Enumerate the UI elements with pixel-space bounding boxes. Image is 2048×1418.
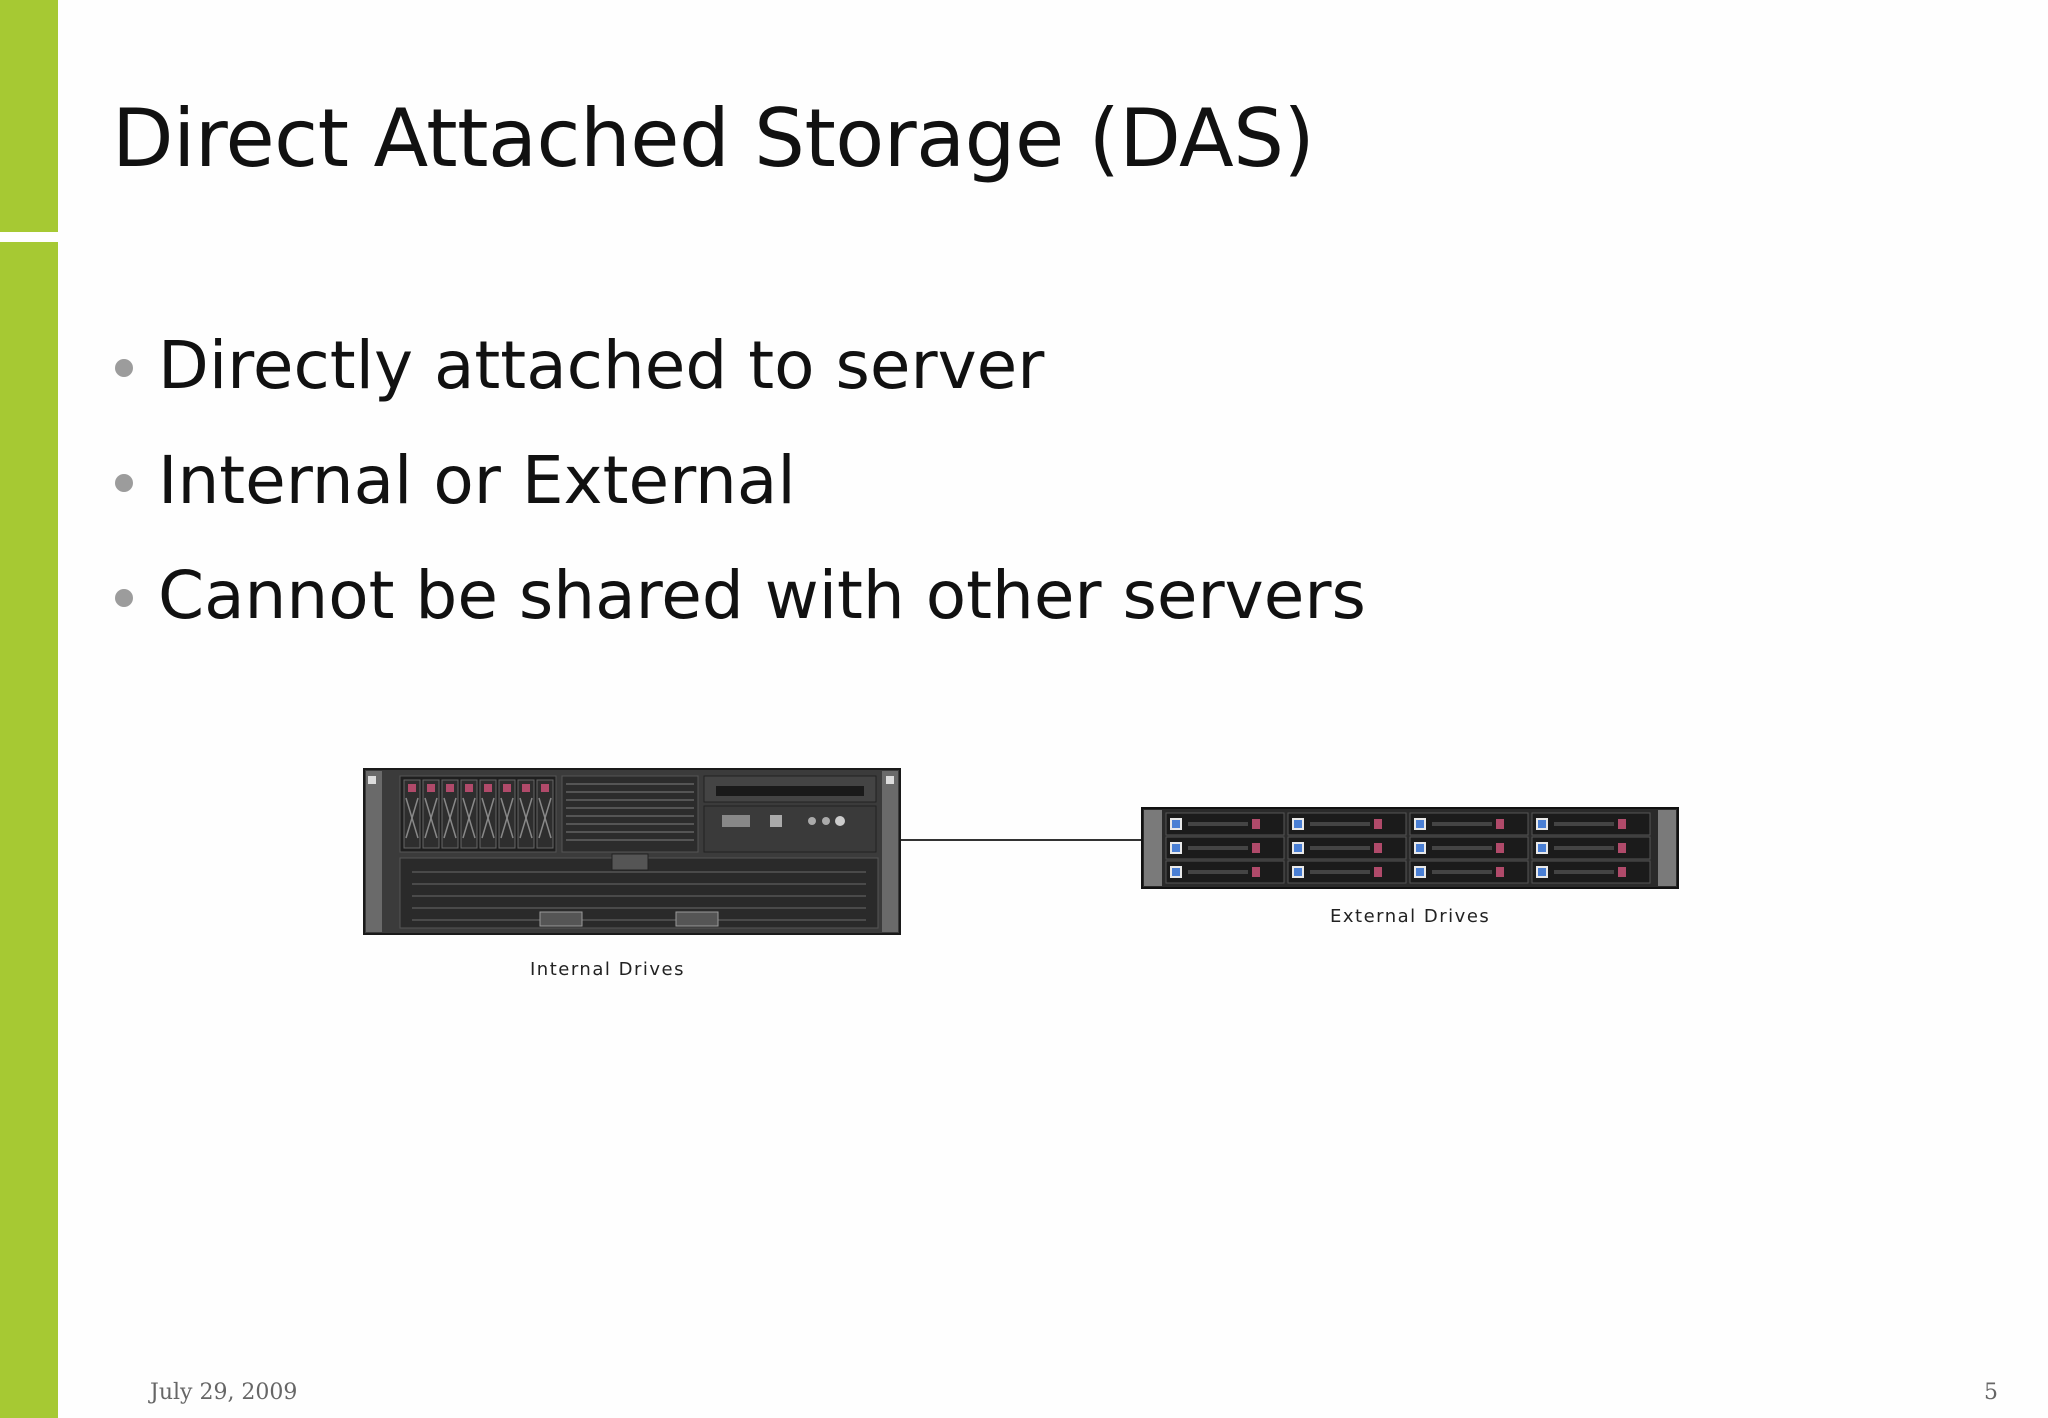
external-drives-caption: External Drives	[1330, 906, 1491, 927]
bullet-dot	[115, 359, 133, 377]
bullet-list: Directly attached to server Internal or …	[112, 308, 1366, 653]
accent-bar-top	[0, 0, 58, 232]
bullet-item: Directly attached to server	[112, 308, 1366, 423]
bullet-item: Internal or External	[112, 423, 1366, 538]
internal-server-image	[363, 768, 901, 935]
footer-date: July 29, 2009	[150, 1380, 298, 1405]
bullet-text: Internal or External	[158, 442, 796, 519]
bullet-text: Directly attached to server	[158, 327, 1045, 404]
external-enclosure-image	[1141, 807, 1679, 889]
internal-drives-caption: Internal Drives	[530, 959, 685, 980]
slide-title: Direct Attached Storage (DAS)	[112, 92, 1315, 185]
bullet-item: Cannot be shared with other servers	[112, 538, 1366, 653]
bullet-dot	[115, 474, 133, 492]
bullet-dot	[115, 589, 133, 607]
page-number: 5	[1984, 1380, 1998, 1405]
bullet-text: Cannot be shared with other servers	[158, 557, 1366, 634]
accent-bar-bottom	[0, 242, 58, 1418]
